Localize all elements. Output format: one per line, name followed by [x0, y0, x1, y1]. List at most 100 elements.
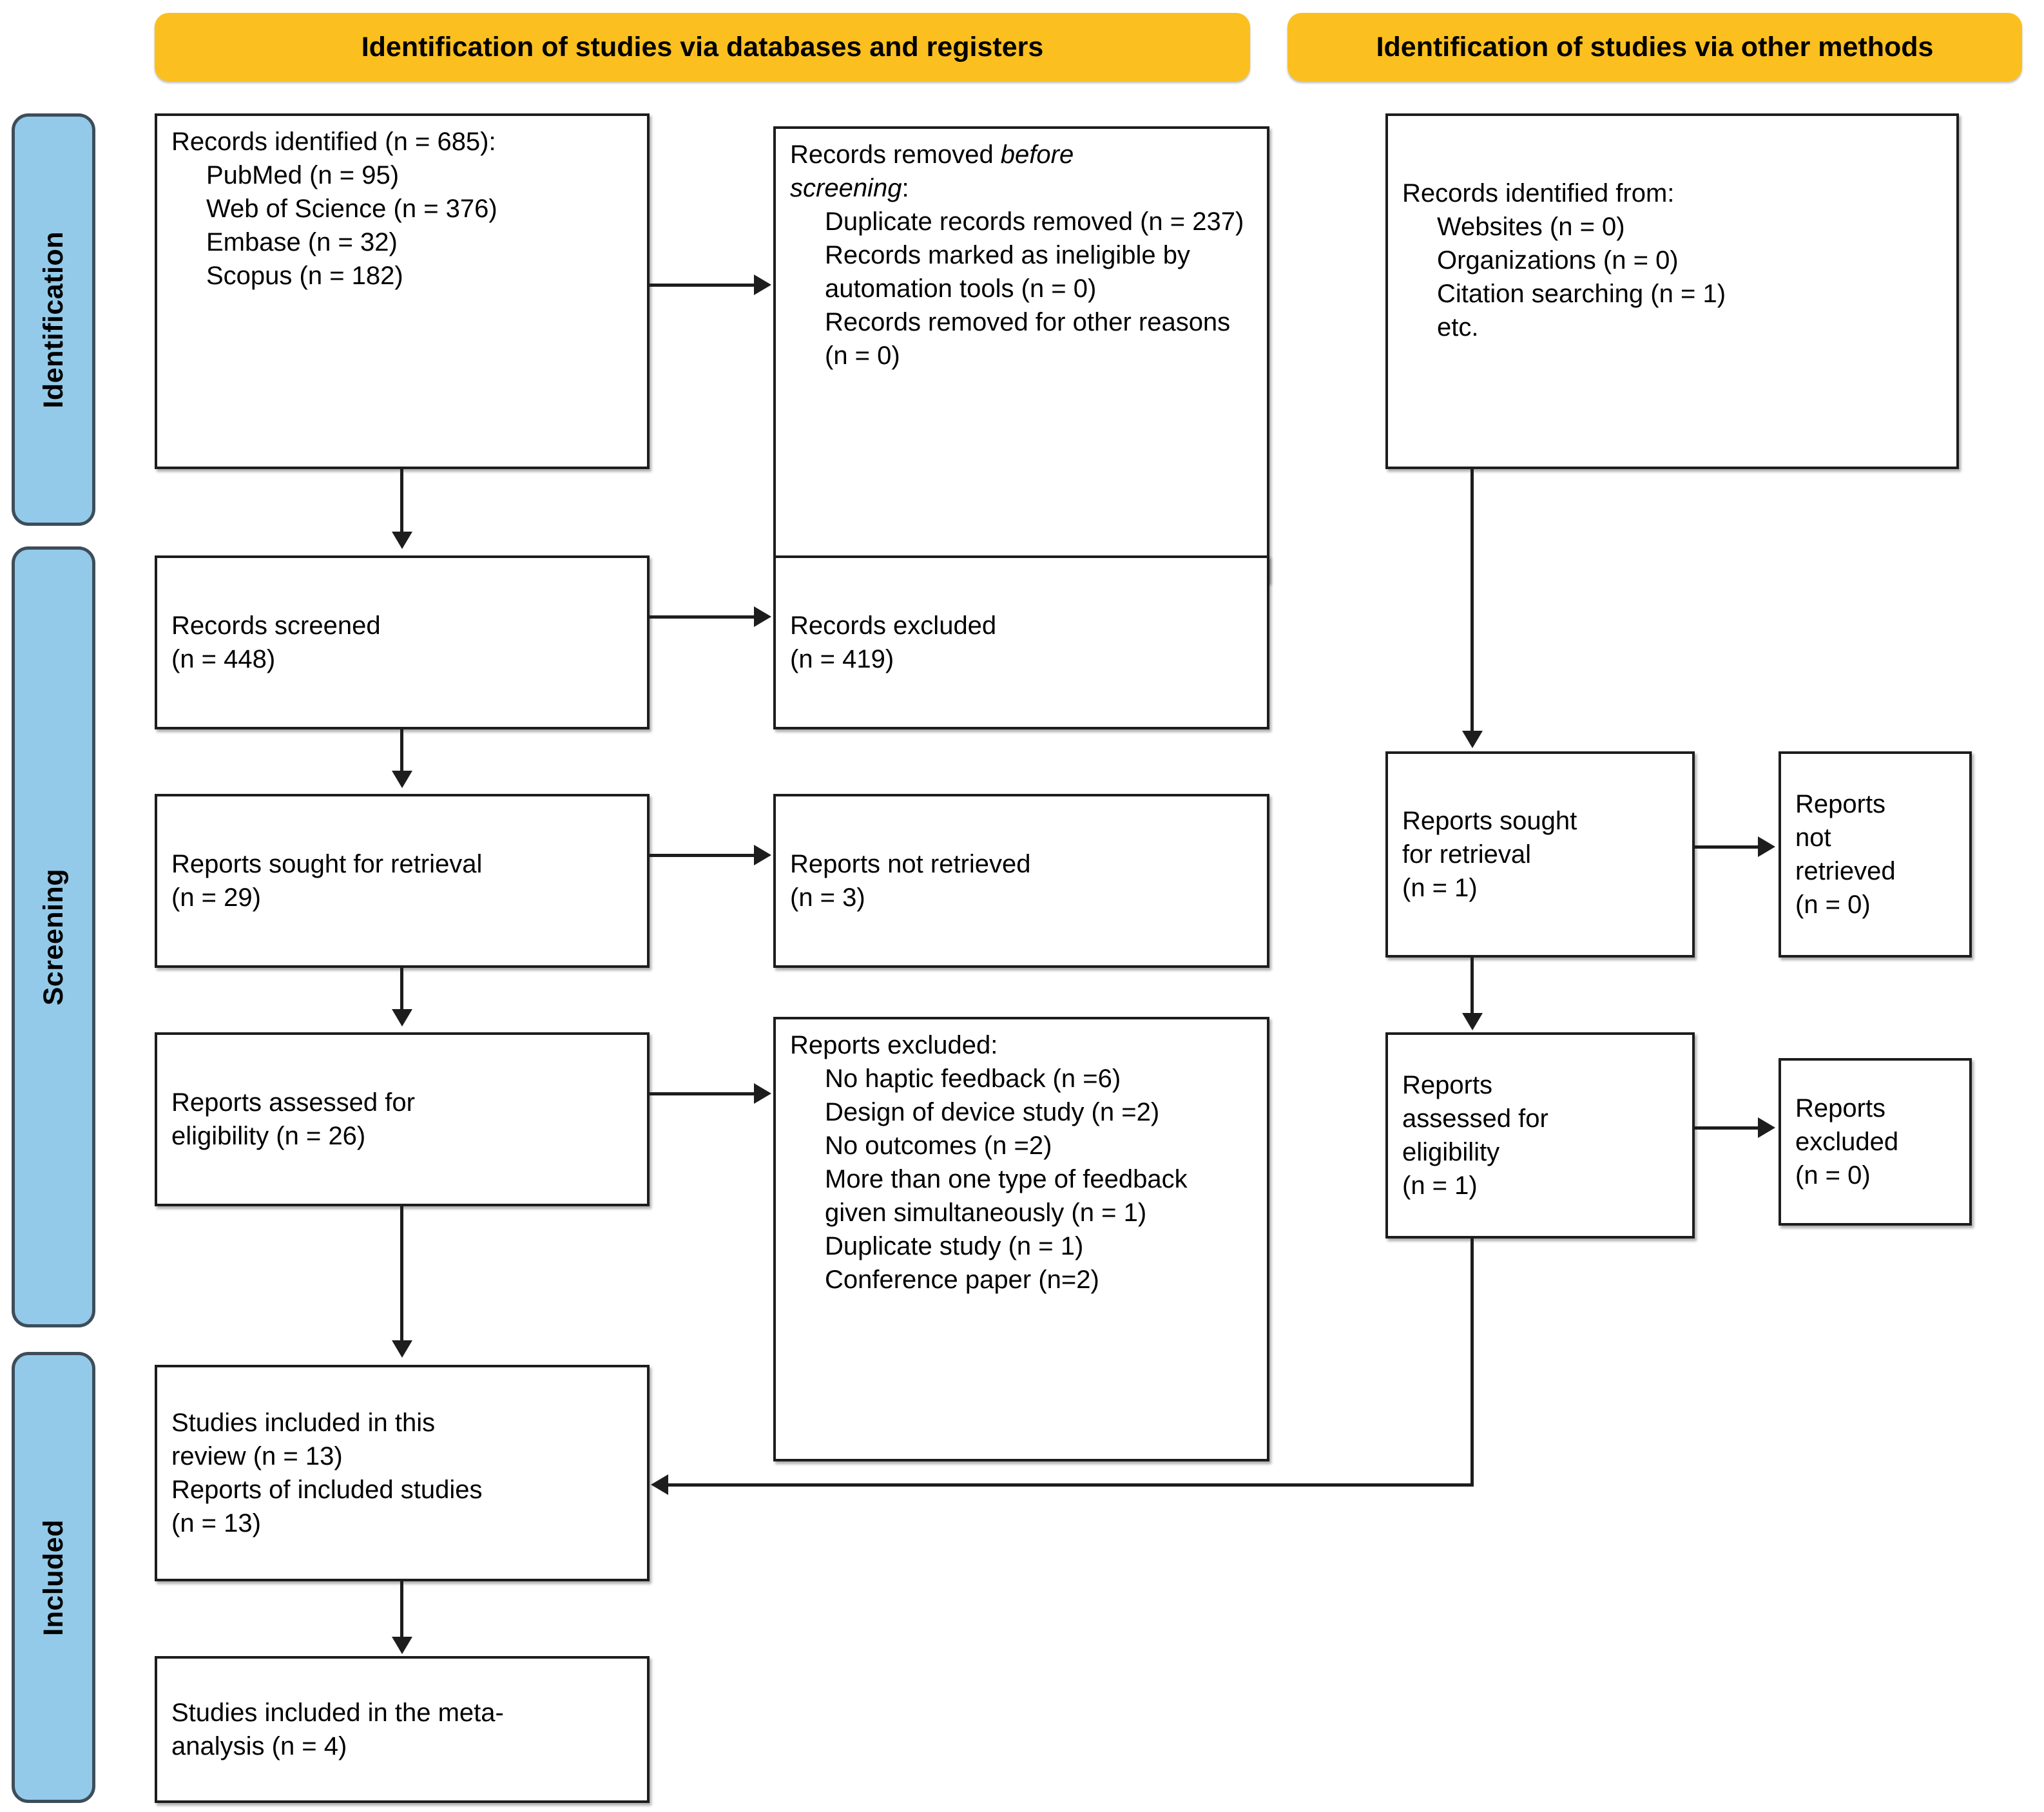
connector-other-identified-to-sought — [1470, 469, 1474, 733]
other-reports-not-retrieved-line4: (n = 0) — [1795, 891, 1871, 919]
box-studies-included-in-meta-analysis: Studies included in the meta- analysis (… — [155, 1656, 650, 1803]
connector-included-to-meta-analysis-arrow-icon — [392, 1637, 412, 1654]
reports-sought-line2: (n = 29) — [171, 883, 261, 912]
other-reports-sought-line3: (n = 1) — [1402, 874, 1478, 902]
connector-sought-to-assessed-arrow-icon — [392, 1009, 412, 1026]
box-records-identified-text: Records identified (n = 685): PubMed (n … — [171, 125, 633, 293]
box-reports-not-retrieved: Reports not retrieved (n = 3) — [773, 794, 1269, 968]
connector-other-identified-to-sought-arrow-icon — [1462, 731, 1483, 748]
other-reports-sought-line2: for retrieval — [1402, 840, 1532, 869]
other-reports-assessed-line4: (n = 1) — [1402, 1171, 1478, 1200]
connector-other-sought-to-assessed — [1470, 958, 1474, 1016]
studies-included-line3: Reports of included studies — [171, 1476, 483, 1504]
other-records-identified-item-0: Websites (n = 0) — [1437, 213, 1625, 241]
box-reports-excluded-detail: Reports excluded: No haptic feedback (n … — [773, 1017, 1269, 1461]
other-reports-excluded-line2: excluded — [1795, 1128, 1899, 1156]
records-excluded-line1: Records excluded — [790, 612, 997, 640]
box-other-records-identified-text: Records identified from: Websites (n = 0… — [1402, 177, 1942, 344]
box-records-excluded: Records excluded (n = 419) — [773, 555, 1269, 729]
box-records-identified: Records identified (n = 685): PubMed (n … — [155, 113, 650, 469]
connector-assessed-to-excluded-arrow-icon — [754, 1083, 771, 1104]
records-removed-title-prefix: Records removed — [790, 140, 1001, 169]
other-reports-assessed-line1: Reports — [1402, 1071, 1493, 1099]
stage-band-identification: Identification — [12, 113, 95, 526]
box-other-reports-not-retrieved-text: Reports not retrieved (n = 0) — [1795, 787, 1955, 921]
connector-sought-to-not-retrieved — [650, 854, 755, 857]
header-other-methods-label: Identification of studies via other meth… — [1376, 31, 1934, 63]
connector-other-sought-to-not-retrieved-arrow-icon — [1758, 836, 1775, 857]
stage-band-screening: Screening — [12, 546, 95, 1327]
box-records-excluded-text: Records excluded (n = 419) — [790, 609, 1253, 676]
connector-other-assessed-to-excluded — [1695, 1126, 1759, 1130]
box-records-screened: Records screened (n = 448) — [155, 555, 650, 729]
connector-identified-to-removed — [650, 284, 755, 287]
header-databases-and-registers: Identification of studies via databases … — [155, 13, 1250, 81]
reports-not-retrieved-line1: Reports not retrieved — [790, 850, 1031, 878]
box-other-reports-sought-for-retrieval: Reports sought for retrieval (n = 1) — [1385, 751, 1695, 958]
reports-not-retrieved-line2: (n = 3) — [790, 883, 865, 912]
box-other-reports-assessed-for-eligibility: Reports assessed for eligibility (n = 1) — [1385, 1032, 1695, 1239]
box-other-reports-not-retrieved: Reports not retrieved (n = 0) — [1779, 751, 1972, 958]
records-removed-title: Records removed before — [790, 138, 1253, 171]
stage-band-screening-label: Screening — [37, 868, 69, 1006]
reports-assessed-line2: eligibility (n = 26) — [171, 1122, 366, 1150]
reports-excluded-item-5: Conference paper (n=2) — [825, 1266, 1099, 1294]
reports-excluded-item-1: Design of device study (n =2) — [825, 1098, 1160, 1126]
box-records-removed-before-screening: Records removed before screening: Duplic… — [773, 126, 1269, 583]
records-screened-line1: Records screened — [171, 612, 381, 640]
box-studies-included-text: Studies included in this review (n = 13)… — [171, 1406, 633, 1540]
records-identified-item-1: Web of Science (n = 376) — [206, 195, 497, 223]
box-reports-sought-for-retrieval: Reports sought for retrieval (n = 29) — [155, 794, 650, 968]
meta-analysis-line1: Studies included in the meta- — [171, 1699, 504, 1727]
connector-identified-to-screened — [400, 469, 403, 534]
box-other-reports-assessed-text: Reports assessed for eligibility (n = 1) — [1402, 1068, 1678, 1202]
connector-screened-to-excluded-arrow-icon — [754, 606, 771, 627]
connector-screened-to-excluded — [650, 615, 755, 619]
box-records-removed-text: Records removed before screening: Duplic… — [790, 138, 1253, 372]
records-removed-title-line2: screening: — [790, 171, 1253, 205]
connector-assessed-to-excluded — [650, 1092, 755, 1095]
box-other-reports-excluded: Reports excluded (n = 0) — [1779, 1058, 1972, 1226]
records-removed-item-0: Duplicate records removed (n = 237) — [825, 207, 1244, 236]
reports-excluded-item-4: Duplicate study (n = 1) — [825, 1232, 1084, 1260]
connector-screened-to-sought-arrow-icon — [392, 771, 412, 788]
box-reports-not-retrieved-text: Reports not retrieved (n = 3) — [790, 847, 1253, 914]
box-other-reports-excluded-text: Reports excluded (n = 0) — [1795, 1092, 1955, 1192]
reports-excluded-item-0: No haptic feedback (n =6) — [825, 1065, 1121, 1093]
reports-excluded-title: Reports excluded: — [790, 1031, 998, 1059]
connector-other-sought-to-not-retrieved — [1695, 845, 1759, 849]
box-meta-analysis-text: Studies included in the meta- analysis (… — [171, 1696, 633, 1763]
stage-band-identification-label: Identification — [37, 231, 69, 409]
records-screened-line2: (n = 448) — [171, 645, 276, 673]
reports-sought-line1: Reports sought for retrieval — [171, 850, 483, 878]
connector-other-assessed-to-included-arrow-icon — [651, 1474, 668, 1495]
reports-excluded-item-2: No outcomes (n =2) — [825, 1132, 1052, 1160]
other-reports-not-retrieved-line1: Reports — [1795, 790, 1886, 818]
other-reports-not-retrieved-line2: not — [1795, 824, 1831, 852]
box-other-reports-sought-text: Reports sought for retrieval (n = 1) — [1402, 804, 1678, 905]
other-records-identified-title: Records identified from: — [1402, 179, 1675, 207]
other-reports-excluded-line1: Reports — [1795, 1094, 1886, 1123]
box-reports-excluded-detail-text: Reports excluded: No haptic feedback (n … — [790, 1028, 1253, 1296]
stage-band-included-label: Included — [37, 1519, 69, 1636]
studies-included-line1: Studies included in this — [171, 1409, 436, 1437]
other-reports-excluded-line3: (n = 0) — [1795, 1161, 1871, 1190]
other-reports-sought-line1: Reports sought — [1402, 807, 1577, 835]
box-studies-included-in-review: Studies included in this review (n = 13)… — [155, 1365, 650, 1581]
records-removed-title-italic2: screening — [790, 174, 902, 202]
box-records-screened-text: Records screened (n = 448) — [171, 609, 633, 676]
connector-other-assessed-to-included-horizontal — [668, 1483, 1474, 1487]
connector-sought-to-assessed — [400, 968, 403, 1012]
other-reports-not-retrieved-line3: retrieved — [1795, 857, 1896, 885]
connector-assessed-to-included-arrow-icon — [392, 1340, 412, 1358]
connector-sought-to-not-retrieved-arrow-icon — [754, 845, 771, 865]
connector-assessed-to-included — [400, 1206, 403, 1343]
reports-assessed-line1: Reports assessed for — [171, 1088, 415, 1117]
records-identified-item-2: Embase (n = 32) — [206, 228, 398, 256]
header-databases-label: Identification of studies via databases … — [361, 31, 1044, 63]
reports-excluded-item-3: More than one type of feedback given sim… — [825, 1165, 1188, 1227]
studies-included-line4: (n = 13) — [171, 1509, 261, 1537]
records-removed-item-1: Records marked as ineligible by automati… — [825, 241, 1190, 303]
other-records-identified-item-3: etc. — [1437, 313, 1479, 342]
